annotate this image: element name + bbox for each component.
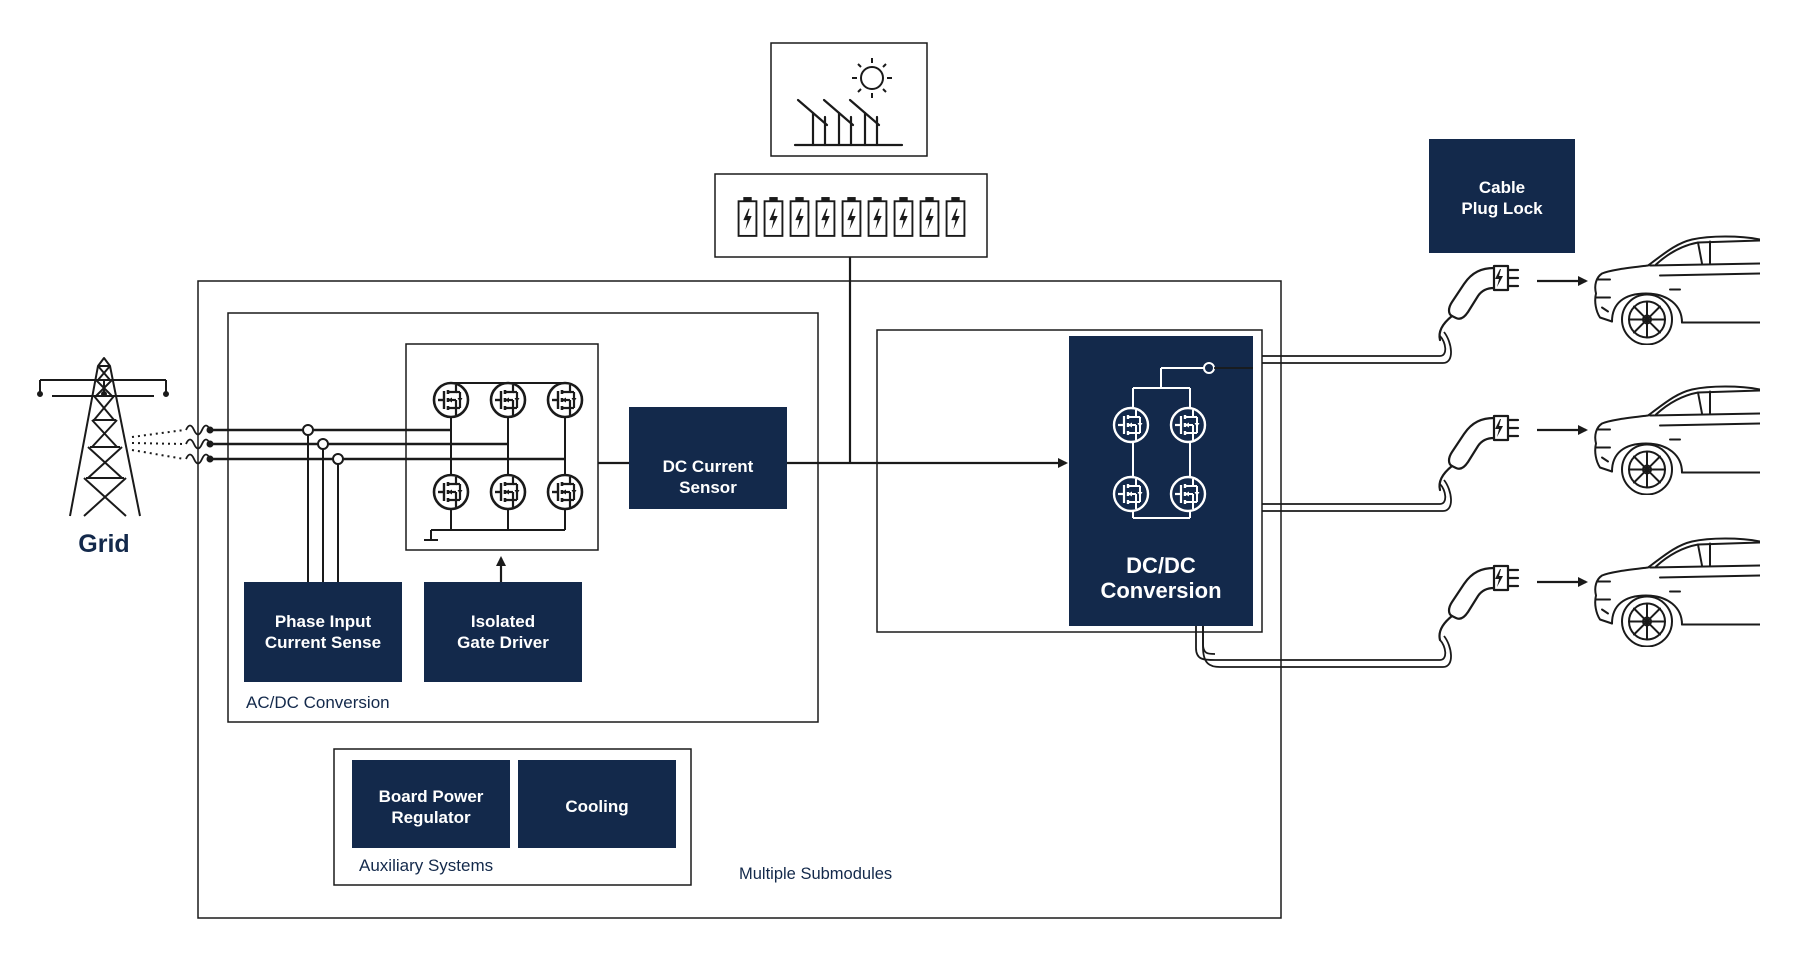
dc-current-sensor-block: DC Current Sensor — [629, 407, 787, 509]
ev-charger-plug-icon — [1438, 264, 1520, 342]
svg-text:Gate Driver: Gate Driver — [457, 633, 549, 652]
mosfet-icon — [489, 381, 527, 419]
battery-icon — [841, 196, 862, 237]
ac-dc-conversion-label: AC/DC Conversion — [246, 693, 390, 712]
rectifier-bridge — [405, 343, 599, 551]
battery-icon — [789, 196, 810, 237]
mosfet-icon — [1169, 406, 1207, 444]
car-icon — [1594, 537, 1760, 647]
cable-plug-lock-block: Cable Plug Lock — [1429, 139, 1575, 253]
multiple-submodules-label: Multiple Submodules — [739, 865, 892, 883]
mosfet-icon — [1169, 475, 1207, 513]
car-icon — [1594, 385, 1760, 495]
ev-charger-plug-icon — [1438, 564, 1520, 642]
svg-text:Phase Input: Phase Input — [275, 612, 372, 631]
output-cables — [1195, 331, 1452, 668]
mosfet-icon — [1112, 475, 1150, 513]
battery-storage-box — [714, 173, 988, 258]
car-icon — [1594, 235, 1760, 345]
solar-panel-box — [770, 42, 928, 157]
svg-text:Isolated: Isolated — [471, 612, 535, 631]
battery-icon — [893, 196, 914, 237]
svg-text:Cooling: Cooling — [565, 797, 628, 816]
svg-text:Conversion: Conversion — [1100, 578, 1221, 603]
svg-text:Board Power: Board Power — [379, 787, 484, 806]
dc-dc-conversion-block: DC/DC Conversion — [1069, 336, 1253, 626]
svg-text:Regulator: Regulator — [391, 808, 471, 827]
grid-label: Grid — [78, 530, 129, 558]
three-phase-input-lines — [131, 424, 565, 582]
board-power-regulator-block: Board Power Regulator — [352, 760, 510, 848]
mosfet-icon — [432, 473, 470, 511]
battery-icon — [867, 196, 888, 237]
svg-text:Current Sense: Current Sense — [265, 633, 381, 652]
isolated-gate-driver-block: Isolated Gate Driver — [424, 582, 582, 682]
mosfet-icon — [546, 381, 584, 419]
transmission-tower-icon — [37, 357, 169, 517]
svg-text:Sensor: Sensor — [679, 478, 737, 497]
ac-dc-conversion-box — [227, 312, 819, 723]
battery-icon — [945, 196, 966, 237]
svg-text:DC/DC: DC/DC — [1126, 553, 1196, 578]
battery-icon — [919, 196, 940, 237]
svg-text:DC Current: DC Current — [663, 457, 754, 476]
cooling-block: Cooling — [518, 760, 676, 848]
mosfet-icon — [489, 473, 527, 511]
phase-input-current-sense-block: Phase Input Current Sense — [244, 582, 402, 682]
svg-text:Cable: Cable — [1479, 178, 1525, 197]
auxiliary-systems-box — [333, 748, 692, 886]
mosfet-icon — [432, 381, 470, 419]
ev-charger-plug-icon — [1438, 414, 1520, 492]
sun-icon — [852, 58, 892, 98]
mosfet-icon — [1112, 406, 1150, 444]
dc-dc-stage-box — [876, 329, 1263, 633]
auxiliary-systems-label: Auxiliary Systems — [359, 856, 493, 875]
battery-icon — [815, 196, 836, 237]
svg-text:Plug Lock: Plug Lock — [1461, 199, 1543, 218]
multiple-submodules-box — [197, 280, 1282, 919]
battery-icon — [763, 196, 784, 237]
solar-panel-icon — [793, 98, 904, 147]
battery-icon — [737, 196, 758, 237]
mosfet-icon — [546, 473, 584, 511]
